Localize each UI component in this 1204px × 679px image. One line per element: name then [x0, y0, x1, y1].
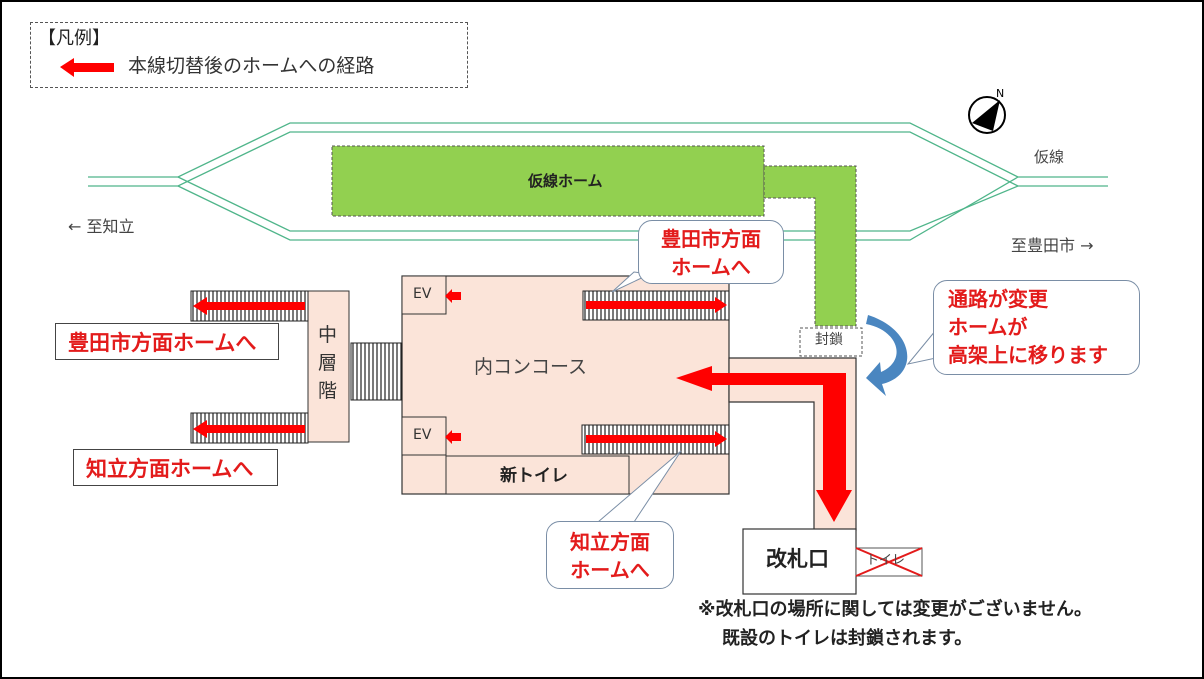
- mezzanine-char: 層: [318, 352, 338, 374]
- legend-box: [30, 22, 468, 88]
- compass-north-label: N: [996, 87, 1005, 100]
- temp-line-label: 仮線: [1034, 148, 1065, 166]
- callout-toyota-line: 豊田市方面: [661, 227, 761, 251]
- temp-platform: [331, 145, 765, 217]
- ev-arrow-bottom: [445, 430, 461, 444]
- callout-change-line: 通路が変更: [948, 287, 1048, 311]
- new-toilet-label: 新トイレ: [500, 466, 568, 486]
- callout-change-line: ホームが: [948, 315, 1028, 339]
- note-line-2: 既設のトイレは封鎖されます。: [722, 628, 973, 649]
- callout-chiryu-line: ホームへ: [570, 558, 650, 582]
- closed-box: [799, 327, 863, 357]
- ticket-gate-label: 改札口: [766, 547, 829, 571]
- to-chiryu-platform-text: 知立方面ホームへ: [86, 456, 254, 481]
- ev-top-label: EV: [413, 286, 432, 302]
- ev-top-box: [401, 275, 447, 315]
- callout-change-line: 高架上に移ります: [948, 343, 1108, 367]
- route-arrow-toyota-left: [193, 297, 305, 315]
- to-toyota-platform-label: 豊田市方面ホームへ: [55, 323, 279, 360]
- legend-route-label: 本線切替後のホームへの経路: [128, 55, 375, 77]
- stairs-mezz-concourse: [350, 342, 403, 401]
- bubble-tail-change: [906, 328, 937, 365]
- railway-tracks: [88, 122, 1108, 241]
- callout-chiryu: 知立方面 ホームへ: [546, 521, 674, 589]
- route-arrows: [60, 58, 852, 522]
- callout-chiryu-line: 知立方面: [570, 530, 650, 554]
- new-toilet-box: [445, 455, 630, 495]
- route-arrow-chiryu-left: [193, 420, 305, 438]
- callout-toyota: 豊田市方面 ホームへ: [638, 220, 784, 284]
- route-arrow-legend: [60, 58, 114, 77]
- legend-title: 【凡例】: [38, 28, 110, 49]
- temp-platform-label: 仮線ホーム: [528, 172, 603, 190]
- ev-arrow-top: [445, 289, 461, 303]
- main-route-arrow: [676, 366, 852, 522]
- old-toilet-cross: [855, 547, 923, 577]
- temp-platform-passage: [763, 165, 857, 327]
- mezzanine-char: 中: [318, 324, 338, 346]
- route-arrow-chiryu-right: [586, 431, 727, 447]
- to-toyotashi-label: 至豊田市 →: [1011, 236, 1094, 255]
- closed-label: 封鎖: [815, 332, 843, 348]
- mezzanine-box: [307, 290, 350, 443]
- ev-bottom-box: [401, 416, 447, 456]
- ev-bottom-label: EV: [413, 427, 432, 443]
- callout-toyota-line: ホームへ: [671, 255, 751, 279]
- old-toilet-label: トイレ: [866, 553, 906, 568]
- compass-icon: [968, 96, 1006, 134]
- route-arrow-toyota-right: [586, 297, 727, 313]
- mezzanine-char: 階: [318, 380, 338, 402]
- to-chiryu-platform-label: 知立方面ホームへ: [73, 449, 278, 486]
- note-line-1: ※改札口の場所に関しては変更がございません。: [698, 599, 1093, 620]
- curve-arrow: [866, 315, 908, 396]
- callout-passage-change: 通路が変更 ホームが 高架上に移ります: [933, 280, 1140, 375]
- to-toyota-platform-text: 豊田市方面ホームへ: [68, 330, 257, 355]
- concourse-label: 内コンコース: [474, 356, 588, 378]
- to-chiryu-label: ← 至知立: [68, 217, 135, 236]
